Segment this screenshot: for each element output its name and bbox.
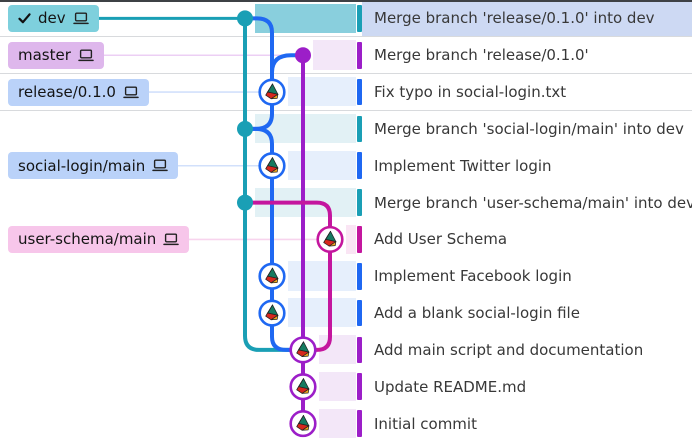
avatar-tetrahedron-icon — [265, 157, 279, 173]
commit-message: Merge branch 'social-login/main' into de… — [374, 119, 684, 138]
commit-row[interactable]: Initial commit — [0, 405, 692, 442]
commit-message: Fix typo in social-login.txt — [374, 83, 567, 102]
laptop-icon — [163, 233, 180, 246]
commit-row[interactable]: Merge branch 'release/0.1.0' into dev — [0, 0, 692, 37]
branch-name: release/0.1.0 — [18, 83, 116, 102]
avatar-tetrahedron-icon — [265, 304, 279, 321]
commit-message: Initial commit — [374, 414, 477, 433]
laptop-icon — [152, 159, 169, 172]
commit-node-dot[interactable] — [237, 10, 253, 27]
commit-node-avatar[interactable] — [258, 152, 286, 180]
branch-color-bar — [357, 336, 362, 364]
branch-color-bar — [357, 299, 362, 327]
graph-row-tint — [288, 261, 356, 291]
branch-color-bar — [357, 226, 362, 253]
branch-name: user-schema/main — [18, 230, 157, 249]
graph-row-tint — [288, 298, 356, 328]
commit-node-avatar[interactable] — [289, 373, 317, 401]
commit-row[interactable]: Merge branch 'release/0.1.0' — [0, 37, 692, 74]
commit-message: Merge branch 'user-schema/main' into dev — [374, 193, 692, 212]
row-separator — [0, 36, 692, 38]
commit-message: Implement Twitter login — [374, 156, 552, 175]
branch-line — [248, 126, 303, 352]
branch-color-bar — [357, 373, 362, 401]
branch-label-release-0-1-0[interactable]: release/0.1.0 — [8, 78, 149, 106]
branch-color-bar — [357, 262, 362, 290]
commit-row[interactable]: Implement Facebook login — [0, 258, 692, 295]
commit-message: Implement Facebook login — [374, 267, 572, 286]
check-icon — [18, 13, 31, 24]
commit-node-avatar[interactable] — [258, 299, 286, 327]
commit-message: Merge branch 'release/0.1.0' — [374, 46, 589, 65]
commit-row[interactable]: Add a blank social-login file — [0, 295, 692, 332]
branch-color-bar — [357, 115, 362, 143]
branch-color-bar — [357, 5, 362, 32]
commit-node-dot[interactable] — [295, 47, 311, 64]
commit-node-avatar[interactable] — [316, 225, 344, 254]
row-separator — [0, 110, 692, 111]
branch-label-master[interactable]: master — [8, 41, 104, 69]
graph-row-tint — [319, 371, 356, 402]
laptop-icon — [72, 12, 89, 25]
commit-row[interactable]: Update README.md — [0, 368, 692, 405]
branch-color-bar — [357, 78, 362, 106]
branch-line — [245, 16, 274, 131]
avatar-tetrahedron-icon — [296, 415, 310, 431]
commit-message: Update README.md — [374, 377, 527, 396]
avatar-tetrahedron-icon — [265, 267, 279, 284]
branch-line — [270, 53, 303, 73]
window-top-border — [0, 0, 692, 2]
avatar-tetrahedron-icon — [265, 83, 279, 100]
commit-node-dot[interactable] — [237, 194, 253, 211]
branch-label-user-schema-main[interactable]: user-schema/main — [8, 225, 190, 253]
branch-color-bar — [357, 189, 362, 216]
branch-name: master — [18, 46, 71, 65]
branch-color-bar — [357, 41, 362, 69]
commit-node-avatar[interactable] — [258, 78, 286, 106]
laptop-icon — [123, 86, 139, 98]
row-separator — [0, 73, 692, 75]
graph-row-tint — [288, 77, 356, 107]
selected-row-highlight — [361, 0, 692, 37]
commit-message: Add a blank social-login file — [374, 304, 580, 323]
commit-node-avatar[interactable] — [289, 336, 317, 364]
branch-line — [245, 200, 332, 352]
branch-name: dev — [38, 9, 66, 28]
graph-row-tint — [288, 150, 356, 181]
commit-row[interactable]: Implement Twitter login — [0, 147, 692, 184]
branch-label-dev[interactable]: dev — [8, 4, 99, 32]
branch-color-bar — [357, 152, 362, 180]
avatar-tetrahedron-icon — [296, 378, 310, 394]
avatar-tetrahedron-icon — [296, 341, 310, 357]
commit-row[interactable]: Add User Schema — [0, 221, 692, 258]
branch-color-bar — [357, 410, 362, 437]
commit-message: Merge branch 'release/0.1.0' into dev — [374, 9, 655, 28]
branch-name: social-login/main — [18, 156, 146, 175]
commit-node-dot[interactable] — [237, 120, 253, 137]
commit-row[interactable]: Fix typo in social-login.txt — [0, 74, 692, 111]
avatar-tetrahedron-icon — [323, 230, 337, 247]
commit-node-avatar[interactable] — [258, 262, 286, 290]
laptop-icon — [78, 49, 94, 61]
commit-message: Add User Schema — [374, 230, 508, 249]
branch-line — [243, 18, 303, 352]
commit-node-avatar[interactable] — [289, 409, 317, 438]
graph-row-tint — [313, 40, 356, 70]
branch-label-social-login-main[interactable]: social-login/main — [8, 152, 179, 180]
commit-message: Add main script and documentation — [374, 340, 644, 359]
graph-row-tint — [346, 224, 356, 254]
graph-row-tint — [319, 408, 356, 438]
